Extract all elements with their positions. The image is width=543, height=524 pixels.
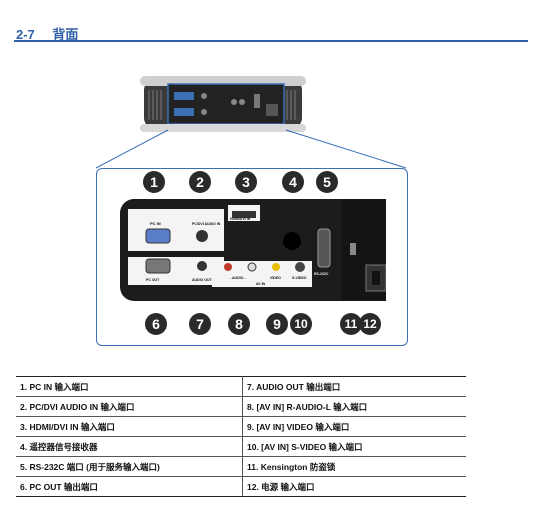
label-hdmi-dvi-in: HDMI/DVI IN bbox=[230, 217, 251, 221]
label-pc-in: PC IN bbox=[150, 221, 161, 226]
marker-5: 5 bbox=[316, 171, 338, 193]
section-title: 背面 bbox=[52, 27, 79, 42]
label-pc-out: PC OUT bbox=[146, 278, 160, 282]
table-cell: 11. Kensington 防盗锁 bbox=[242, 456, 466, 477]
table-cell: 9. [AV IN] VIDEO 输入端口 bbox=[242, 416, 466, 437]
marker-12: 12 bbox=[359, 313, 381, 335]
port-legend-table: 1. PC IN 输入端口 7. AUDIO OUT 输出端口 2. PC/DV… bbox=[16, 376, 466, 497]
label-rs232c: RS-232C bbox=[314, 272, 329, 276]
label-audio: - AUDIO - bbox=[230, 276, 246, 280]
heading-rule bbox=[14, 40, 528, 42]
marker-1: 1 bbox=[143, 171, 165, 193]
label-av-in: AV IN bbox=[256, 282, 266, 286]
table-cell: 3. HDMI/DVI IN 输入端口 bbox=[16, 416, 243, 437]
marker-4: 4 bbox=[282, 171, 304, 193]
label-audio-out: AUDIO OUT bbox=[192, 278, 213, 282]
table-cell: 12. 电源 输入端口 bbox=[242, 476, 466, 497]
marker-6: 6 bbox=[145, 313, 167, 335]
table-row: 2. PC/DVI AUDIO IN 输入端口 8. [AV IN] R-AUD… bbox=[16, 396, 466, 417]
table-row: 5. RS-232C 端口 (用于服务输入端口) 11. Kensington … bbox=[16, 456, 466, 477]
table-cell: 8. [AV IN] R-AUDIO-L 输入端口 bbox=[242, 396, 466, 417]
label-s-video: S-VIDEO bbox=[292, 276, 307, 280]
section-heading: 2-7 背面 bbox=[16, 24, 78, 43]
table-cell: 5. RS-232C 端口 (用于服务输入端口) bbox=[16, 456, 243, 477]
table-row: 1. PC IN 输入端口 7. AUDIO OUT 输出端口 bbox=[16, 376, 466, 397]
table-cell: 4. 遥控器信号接收器 bbox=[16, 436, 243, 457]
table-row: 6. PC OUT 输出端口 12. 电源 输入端口 bbox=[16, 476, 466, 497]
section-number: 2-7 bbox=[16, 27, 35, 42]
marker-8: 8 bbox=[228, 313, 250, 335]
label-video: VIDEO bbox=[270, 276, 281, 280]
table-row: 3. HDMI/DVI IN 输入端口 9. [AV IN] VIDEO 输入端… bbox=[16, 416, 466, 437]
rear-panel: PC IN PC/DVI AUDIO IN HDMI/DVI IN RS-232… bbox=[120, 199, 386, 301]
table-row: 4. 遥控器信号接收器 10. [AV IN] S-VIDEO 输入端口 bbox=[16, 436, 466, 457]
table-cell: 1. PC IN 输入端口 bbox=[16, 376, 243, 397]
marker-7: 7 bbox=[189, 313, 211, 335]
marker-3: 3 bbox=[235, 171, 257, 193]
marker-11: 11 bbox=[340, 313, 362, 335]
table-cell: 7. AUDIO OUT 输出端口 bbox=[242, 376, 466, 397]
marker-9: 9 bbox=[266, 313, 288, 335]
marker-10: 10 bbox=[290, 313, 312, 335]
table-cell: 10. [AV IN] S-VIDEO 输入端口 bbox=[242, 436, 466, 457]
table-cell: 2. PC/DVI AUDIO IN 输入端口 bbox=[16, 396, 243, 417]
projector-illustration bbox=[140, 76, 306, 132]
marker-2: 2 bbox=[189, 171, 211, 193]
table-cell: 6. PC OUT 输出端口 bbox=[16, 476, 243, 497]
label-pc-dvi-audio-in: PC/DVI AUDIO IN bbox=[192, 222, 221, 226]
